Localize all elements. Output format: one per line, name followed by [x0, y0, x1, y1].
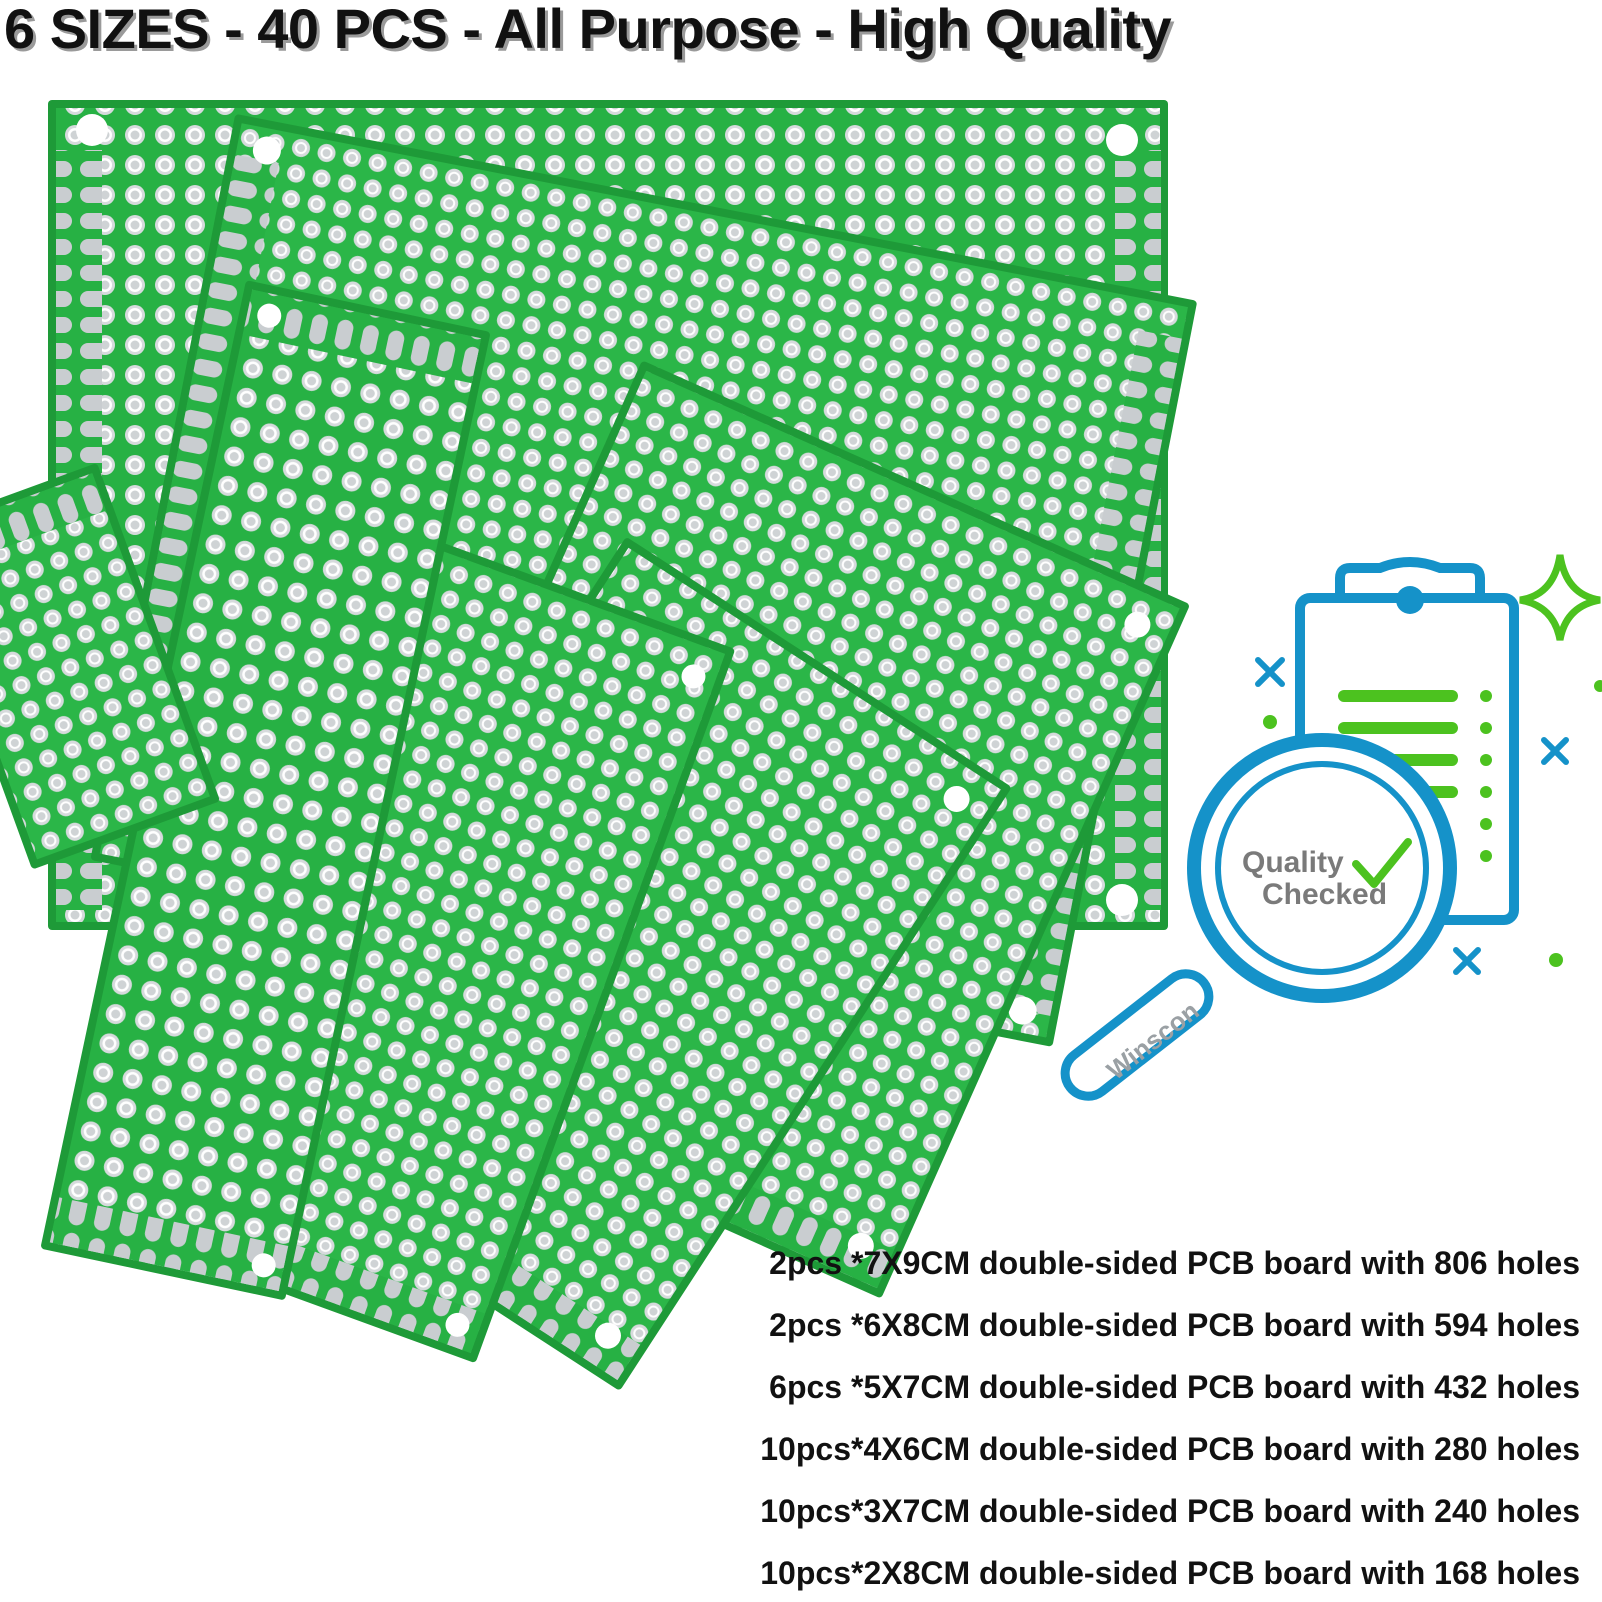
pcb-board-2x8	[41, 280, 490, 1300]
sparkle-icon	[1519, 554, 1601, 641]
spec-line: 6pcs *5X7CM double-sided PCB board with …	[769, 1369, 1580, 1405]
pcb-board-partial-left	[0, 464, 220, 869]
decor-x-icon	[1255, 657, 1569, 975]
spec-line: 2pcs *6X8CM double-sided PCB board with …	[769, 1307, 1580, 1343]
spec-line: 10pcs*4X6CM double-sided PCB board with …	[760, 1431, 1580, 1467]
magnifier-icon	[1060, 733, 1457, 1101]
badge-quality-text: Quality	[1242, 846, 1344, 879]
spec-line: 10pcs*2X8CM double-sided PCB board with …	[760, 1555, 1580, 1591]
spec-list: 2pcs *7X9CM double-sided PCB board with …	[760, 1232, 1580, 1602]
badge-checked-text: Checked	[1262, 878, 1387, 911]
headline: 6 SIZES - 40 PCS - All Purpose - High Qu…	[4, 0, 1172, 60]
checkmark-icon	[1352, 838, 1412, 888]
spec-line: 2pcs *7X9CM double-sided PCB board with …	[769, 1245, 1580, 1281]
spec-line: 10pcs*3X7CM double-sided PCB board with …	[760, 1493, 1580, 1529]
quality-checked-badge: Quality Checked Winscon	[1060, 554, 1602, 1101]
